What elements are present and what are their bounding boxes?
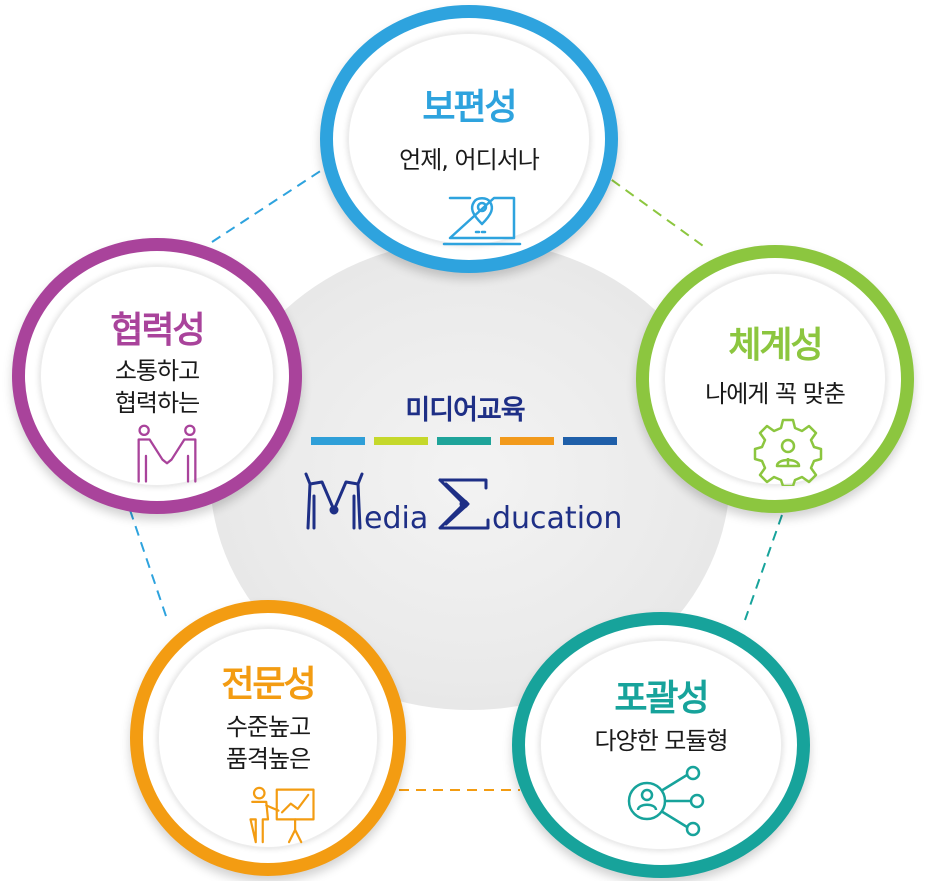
connector-left-bottom (129, 509, 169, 623)
center-title: 미디어교육 (405, 395, 525, 426)
color-bar-4 (500, 437, 554, 445)
node-subtitle-line-2: 협력하는 (114, 389, 200, 417)
node-title: 보편성 (422, 87, 517, 128)
node-subtitle-line-2: 품격높은 (225, 745, 311, 773)
handshake-icon (137, 424, 197, 483)
color-bars (311, 437, 621, 445)
connector-top-left (211, 167, 326, 243)
node-collaboration: 협력성 소통하고 협력하는 (12, 238, 302, 514)
logo-word-education: ducation (492, 501, 622, 536)
node-title: 협력성 (110, 310, 205, 351)
e-sigma-icon (438, 478, 490, 530)
node-universality: 보편성 언제, 어디서나 (320, 5, 618, 273)
node-inclusiveness: 포괄성 다양한 모듈형 (512, 612, 810, 878)
node-inner (539, 639, 783, 851)
color-bar-3 (437, 437, 491, 445)
media-education-logo: edia ducation (304, 472, 622, 536)
gear-person-icon (753, 418, 823, 486)
color-bar-1 (311, 437, 365, 445)
node-subtitle-line-1: 소통하고 (114, 357, 200, 385)
presenter-chart-icon (249, 786, 315, 844)
color-bar-2 (374, 437, 428, 445)
node-subtitle: 나에게 꼭 맞춘 (705, 380, 846, 408)
color-bar-5 (563, 437, 617, 445)
node-title: 전문성 (221, 664, 316, 705)
node-systematicity: 체계성 나에게 꼭 맞춘 (636, 245, 914, 513)
connector-top-right (597, 169, 707, 249)
laptop-location-icon (442, 196, 522, 246)
node-subtitle: 언제, 어디서나 (399, 146, 540, 174)
logo-word-media: edia (364, 501, 428, 536)
node-inner (347, 32, 591, 246)
node-inner (663, 272, 887, 486)
node-title: 포괄성 (614, 678, 709, 719)
node-subtitle: 다양한 모듈형 (594, 727, 728, 755)
node-subtitle-line-1: 수준높고 (225, 713, 311, 741)
node-title: 체계성 (728, 325, 823, 366)
node-expertise: 전문성 수준높고 품격높은 (130, 600, 406, 876)
m-handshake-icon (304, 472, 364, 530)
network-person-icon (627, 765, 705, 837)
connector-right-bottom (744, 514, 783, 621)
